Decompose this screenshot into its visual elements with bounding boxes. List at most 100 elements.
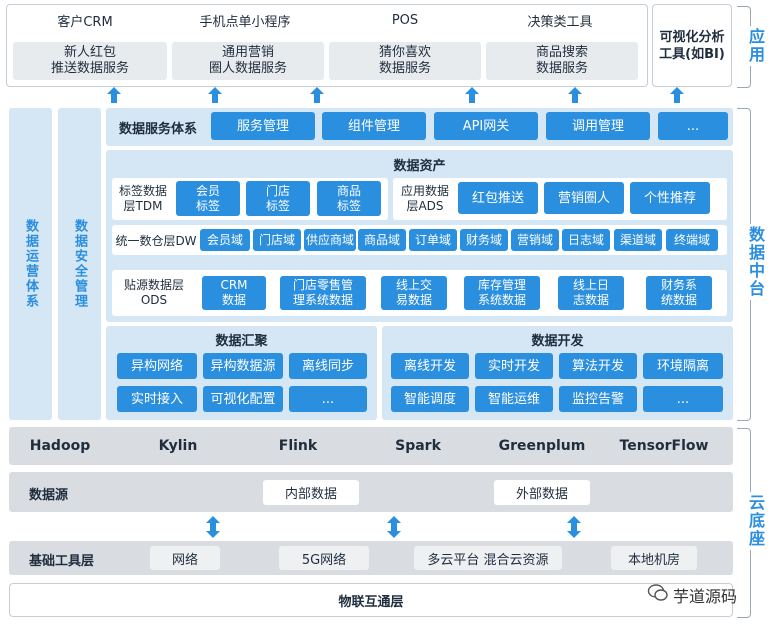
- ads-personal-recommend[interactable]: 个性推荐: [630, 182, 710, 214]
- dev-env-isolation[interactable]: 环境隔离: [643, 353, 723, 379]
- dev-smart-ops[interactable]: 智能运维: [475, 386, 553, 412]
- ods-finance-line2: 统数据: [660, 293, 697, 307]
- call-management-button[interactable]: 调用管理: [546, 112, 650, 140]
- dw-marketing-domain[interactable]: 营销域: [511, 229, 559, 251]
- ods-crm-line1: CRM: [220, 278, 248, 292]
- service-red-packet: 新人红包 推送数据服务: [13, 42, 167, 80]
- engine-hadoop: Hadoop: [29, 438, 91, 454]
- infra-multi-cloud: 多云平台 混合云资源: [414, 546, 562, 570]
- dw-finance-domain[interactable]: 财务域: [460, 229, 508, 251]
- ods-store-retail-line2: 理系统数据: [292, 293, 353, 307]
- tdm-store-tag[interactable]: 门店 标签: [246, 181, 310, 216]
- ads-label-line2: 层ADS: [406, 199, 444, 213]
- dw-store-domain[interactable]: 门店域: [253, 229, 301, 251]
- ods-inventory-line1: 库存管理: [477, 278, 526, 292]
- internal-data: 内部数据: [263, 480, 359, 505]
- app-mini-program: 手机点单小程序: [199, 14, 291, 30]
- dw-product-domain[interactable]: 商品域: [358, 229, 406, 251]
- service-management-button[interactable]: 服务管理: [211, 112, 315, 140]
- arrow-up-icon: [568, 87, 582, 103]
- tdm-product-line1: 商品: [336, 183, 361, 198]
- ads-red-packet-push[interactable]: 红包推送: [458, 182, 538, 214]
- service-guess-you-like: 猜你喜欢 数据服务: [329, 42, 481, 80]
- service-guess-line1: 猜你喜欢: [378, 45, 431, 60]
- dw-terminal-domain[interactable]: 终端域: [666, 229, 718, 251]
- dw-member-domain[interactable]: 会员域: [200, 229, 250, 251]
- service-marketing: 通用营销 圈人数据服务: [172, 42, 324, 80]
- agg-offline-sync[interactable]: 离线同步: [289, 353, 367, 379]
- double-arrow-icon: [206, 516, 220, 538]
- tdm-label-line1: 标签数据: [118, 184, 167, 198]
- data-assets-title: 数据资产: [393, 158, 446, 174]
- external-data: 外部数据: [494, 480, 590, 505]
- agg-heterogeneous-source[interactable]: 异构数据源: [203, 353, 283, 379]
- infra-network: 网络: [150, 546, 220, 570]
- service-marketing-line1: 通用营销: [221, 45, 274, 60]
- tdm-member-tag[interactable]: 会员 标签: [176, 181, 240, 216]
- service-search-line1: 商品搜索: [535, 45, 588, 60]
- ods-label-line1: 贴源数据层: [123, 278, 184, 292]
- ads-label-line1: 应用数据: [400, 184, 449, 198]
- ods-online-trade-data[interactable]: 线上交 易数据: [381, 276, 447, 310]
- label-application: 应用: [743, 26, 767, 66]
- data-ops-column: 数据运营体系: [9, 108, 52, 420]
- datasource-label: 数据源: [29, 488, 69, 503]
- arrow-up-icon: [670, 87, 684, 103]
- data-security-column: 数据安全管理: [58, 108, 101, 420]
- more-services-button[interactable]: ...: [658, 112, 728, 140]
- ods-online-log-line2: 志数据: [572, 293, 609, 307]
- ods-online-trade-line2: 易数据: [395, 293, 432, 307]
- double-arrow-icon: [387, 516, 401, 538]
- dev-offline[interactable]: 离线开发: [391, 353, 469, 379]
- dev-algorithm[interactable]: 算法开发: [559, 353, 637, 379]
- app-decision-tools: 决策类工具: [527, 14, 593, 30]
- ods-store-retail-line1: 门店零售管: [292, 278, 353, 292]
- ods-online-log-data[interactable]: 线上日 志数据: [558, 276, 624, 310]
- api-gateway-button[interactable]: API网关: [434, 112, 538, 140]
- data-security-label: 数据安全管理: [72, 219, 87, 309]
- bi-tool-line2: 工具(如BI): [659, 46, 725, 62]
- tdm-product-tag[interactable]: 商品 标签: [317, 181, 381, 216]
- ods-crm-data[interactable]: CRM 数据: [202, 276, 266, 310]
- dw-supplier-domain[interactable]: 供应商域: [304, 229, 356, 251]
- ods-finance-line1: 财务系: [660, 278, 697, 292]
- arrow-up-icon: [465, 87, 479, 103]
- agg-heterogeneous-network[interactable]: 异构网络: [117, 353, 197, 379]
- label-data-middle-platform: 数据中台: [743, 224, 767, 300]
- infra-5g-network: 5G网络: [279, 546, 369, 570]
- app-crm: 客户CRM: [57, 14, 113, 30]
- service-red-packet-line2: 推送数据服务: [50, 61, 129, 76]
- tdm-store-line2: 标签: [265, 198, 290, 213]
- engine-kylin: Kylin: [158, 438, 198, 454]
- agg-visual-config[interactable]: 可视化配置: [203, 386, 283, 412]
- bi-tool-line1: 可视化分析: [659, 29, 725, 45]
- tdm-label: 标签数据 层TDM: [114, 181, 172, 217]
- dev-realtime[interactable]: 实时开发: [475, 353, 553, 379]
- ods-label-line2: ODS: [140, 293, 168, 307]
- engines-row: [9, 427, 733, 465]
- engine-spark: Spark: [395, 438, 441, 454]
- bi-tool-box: 可视化分析 工具(如BI): [652, 4, 732, 87]
- agg-more[interactable]: ...: [289, 386, 367, 412]
- tdm-product-line2: 标签: [336, 198, 361, 213]
- engine-greenplum: Greenplum: [498, 438, 586, 454]
- ods-online-trade-line1: 线上交: [395, 278, 432, 292]
- dev-monitor-alert[interactable]: 监控告警: [559, 386, 637, 412]
- dw-order-domain[interactable]: 订单域: [409, 229, 457, 251]
- ods-store-retail-data[interactable]: 门店零售管 理系统数据: [280, 276, 366, 310]
- dev-smart-schedule[interactable]: 智能调度: [391, 386, 469, 412]
- dev-more[interactable]: ...: [643, 386, 723, 412]
- ods-online-log-line1: 线上日: [572, 278, 609, 292]
- ods-inventory-data[interactable]: 库存管理 系统数据: [464, 276, 540, 310]
- dw-label: 统一数仓层DW: [115, 233, 197, 248]
- ods-crm-line2: 数据: [221, 293, 246, 307]
- ods-finance-data[interactable]: 财务系 统数据: [646, 276, 712, 310]
- component-management-button[interactable]: 组件管理: [322, 112, 426, 140]
- data-ops-label: 数据运营体系: [23, 219, 38, 309]
- ads-marketing-targeting[interactable]: 营销圈人: [544, 182, 624, 214]
- dw-channel-domain[interactable]: 渠道域: [614, 229, 662, 251]
- ods-label: 贴源数据层 ODS: [116, 274, 192, 312]
- arrow-up-icon: [310, 87, 324, 103]
- agg-realtime-ingest[interactable]: 实时接入: [117, 386, 197, 412]
- dw-log-domain[interactable]: 日志域: [562, 229, 610, 251]
